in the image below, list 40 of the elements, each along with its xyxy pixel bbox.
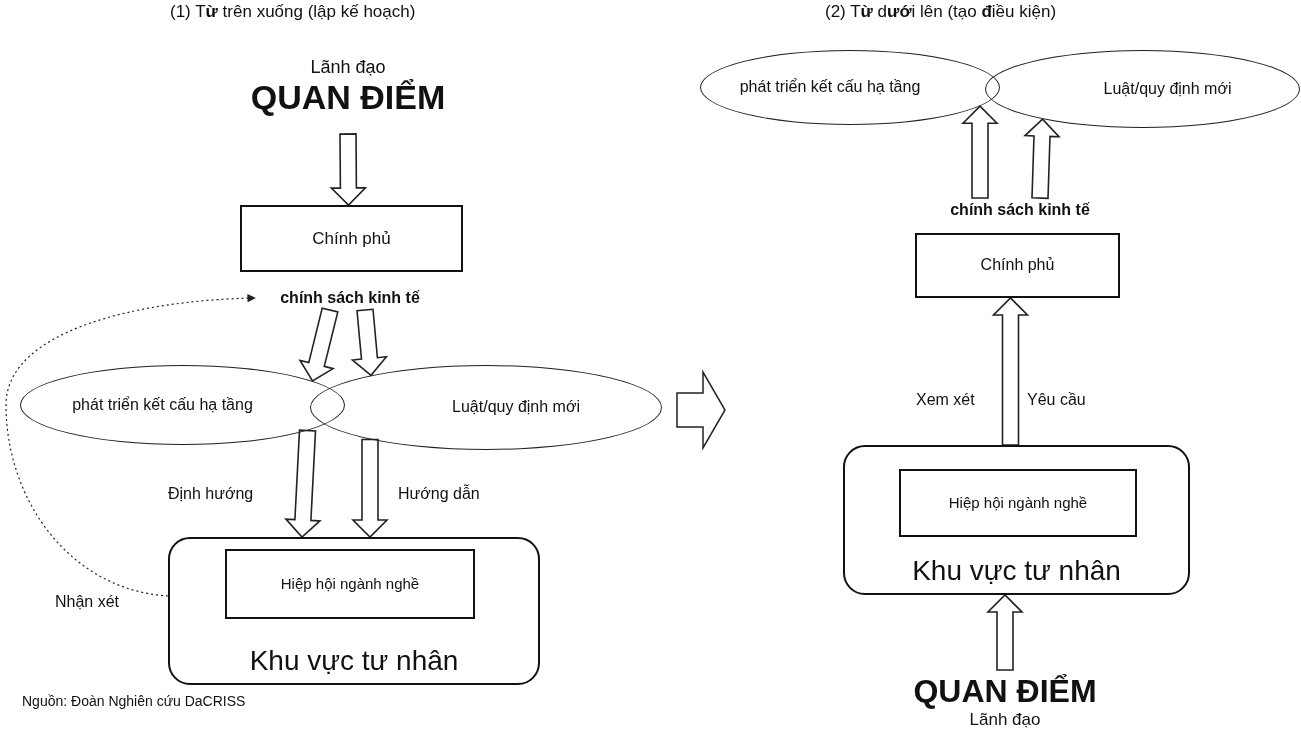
block-arrow [986,593,1024,671]
node-text: Chính phủ [312,228,391,249]
heading-text: QUAN ĐIỂM [913,673,1097,711]
edge-label: Nhận xét [55,592,120,612]
node-text: Luật/quy định mới [452,398,580,417]
node-text: Luật/quy định mới [1103,79,1232,99]
block-arrow [284,429,322,539]
edge-label: Xem xét [916,390,975,410]
block-arrow [329,133,368,207]
annotation-text: Yêu cầu [1027,390,1086,410]
block-arrow [350,308,389,377]
process-box [240,205,463,272]
block-arrow [1023,117,1061,200]
node-text: Chính phủ [980,256,1055,275]
node-text: Hiệp hội ngành nghề [948,494,1088,512]
panel-title: (1) Từ trên xuống (lập kế hoạch) [170,2,416,23]
node-text: Lãnh đạo [969,710,1041,730]
policy-label: chính sách kinh tế [920,198,1120,222]
source-note: Nguồn: Đoàn Nghiên cứu DaCRISS [22,693,246,710]
process-box [915,233,1120,298]
process-box [899,469,1137,537]
edge-label: Hướng dẫn [398,484,480,504]
heading-text: QUAN ĐIỂM [250,77,446,117]
rounded-group-box [168,537,540,685]
edge-label: Định hướng [168,484,254,504]
dotted-arrow [5,294,256,597]
block-arrow [298,307,339,383]
node-text: Khu vực tư nhân [249,644,459,677]
panel-title: (2) Từ dưới lên (tạo điều kiện) [825,2,1057,23]
node-text: phát triển kết cấu hạ tầng [739,78,921,97]
node-text: Hiệp hội ngành nghề [280,575,420,593]
process-box [225,549,475,619]
node-text: Khu vực tư nhân [912,554,1121,587]
block-arrow [961,105,999,199]
node-text: Lãnh đạo [310,57,386,78]
policy-label: chính sách kinh tế [255,286,445,310]
block-arrow [351,438,389,539]
rounded-group-box [843,445,1190,595]
node-text: phát triển kết cấu hạ tầng [72,395,253,415]
block-arrow [991,296,1030,446]
